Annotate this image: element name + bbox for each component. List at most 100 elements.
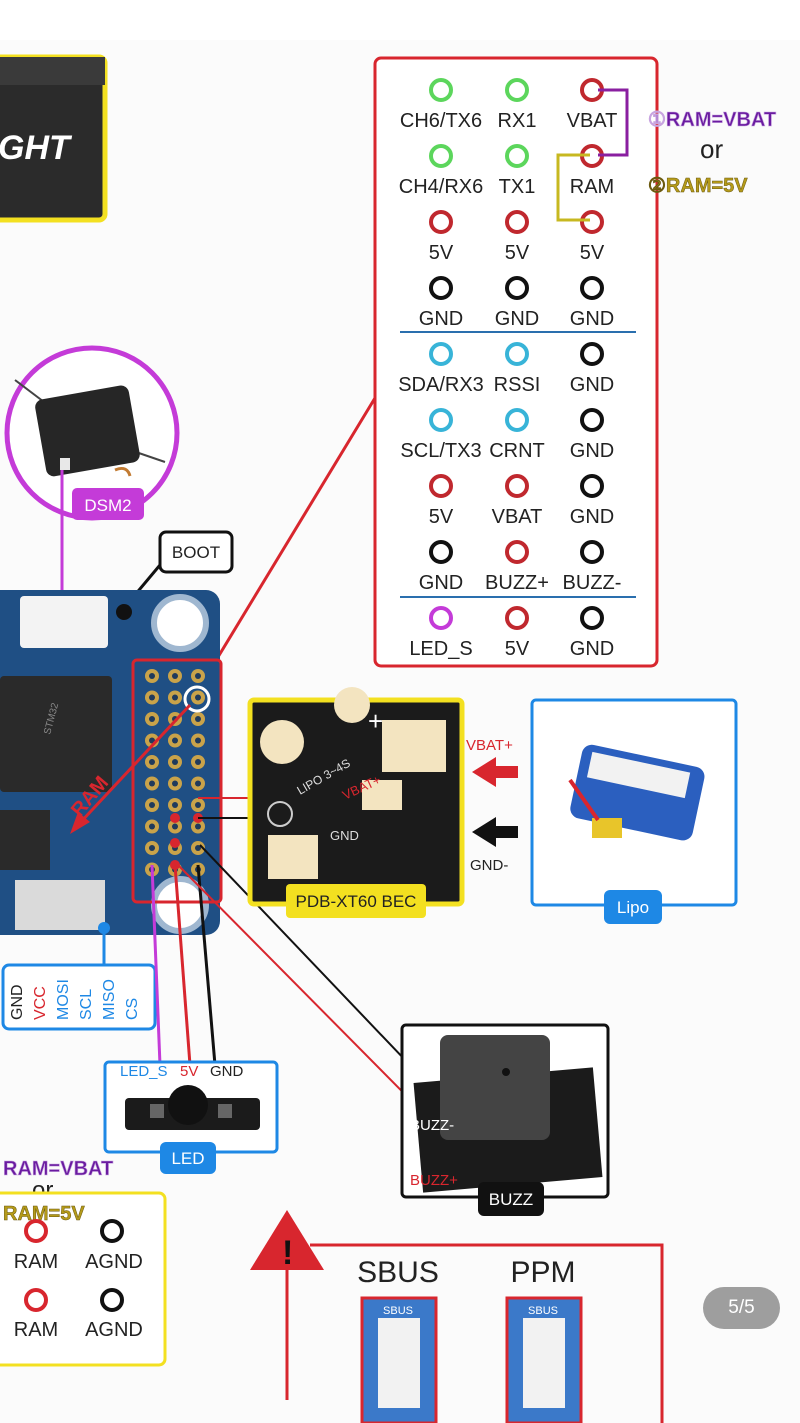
- vbat-plus-label: VBAT+: [466, 737, 513, 754]
- bl-note-vbat: RAM=VBAT: [3, 1158, 113, 1180]
- bl-row1-agnd: AGND: [85, 1251, 143, 1273]
- pin-dot: [429, 78, 453, 102]
- header-pin-hole: [149, 716, 155, 722]
- pdb-silk-gnd: GND: [330, 828, 359, 843]
- led-pin-s: LED_S: [120, 1063, 168, 1080]
- protocol-frame: [310, 1243, 664, 1423]
- pdb-tag-bg: [286, 884, 426, 918]
- pin-dot: [429, 408, 453, 432]
- dsm2-tag: DSM2: [84, 496, 131, 515]
- ram-arrow: [76, 703, 192, 827]
- led-tag: LED: [171, 1149, 204, 1168]
- lipo-tag: Lipo: [617, 898, 649, 917]
- ppm-chip-label: SBUS: [528, 1305, 558, 1317]
- header-pin-hole: [172, 737, 178, 744]
- header-pin-hole: [172, 823, 178, 830]
- bl-row2-ram: RAM: [14, 1319, 58, 1341]
- wire-led-gnd: [196, 864, 217, 1066]
- buzz-pin-plus: BUZZ+: [410, 1172, 458, 1189]
- boot-tag: BOOT: [172, 543, 220, 562]
- pin-label: RSSI: [494, 374, 541, 396]
- buzz-pin-minus: BUZZ-: [410, 1117, 454, 1134]
- header-pin-hole: [195, 737, 201, 744]
- pin-dot: [429, 144, 453, 168]
- header-pin-hole: [172, 694, 178, 701]
- pdb-tag: PDB-XT60 BEC: [296, 892, 417, 911]
- pin-label: 5V: [429, 506, 454, 528]
- pin-label: BUZZ+: [485, 572, 549, 594]
- spi-pin-label: MOSI: [55, 979, 72, 1020]
- header-pin-hole: [195, 823, 201, 830]
- spi-pin-label: MISO: [101, 979, 118, 1020]
- header-pin-hole: [195, 759, 201, 765]
- pin-label: LED_S: [409, 638, 472, 660]
- header-pin-marker: [170, 838, 180, 848]
- header-pin-hole: [172, 780, 178, 787]
- ram-note-or: or: [700, 134, 723, 164]
- buzz-tag-bg: [478, 1182, 544, 1216]
- spi-pin-label: SCL: [78, 989, 95, 1020]
- header-pin-marker: [170, 813, 180, 823]
- pin-label: VBAT: [567, 110, 618, 132]
- warning-triangle: [250, 1210, 324, 1270]
- sbus-label: SBUS: [357, 1256, 439, 1289]
- pin-dot: [580, 276, 604, 300]
- header-pin-hole: [149, 845, 155, 851]
- header-pin-hole: [195, 716, 201, 722]
- pin-dot: [580, 342, 604, 366]
- ram-note-vbat: ①RAM=VBAT: [648, 109, 776, 131]
- pin-dot: [580, 408, 604, 432]
- pin-label: GND: [570, 374, 614, 396]
- bl-row1-ram: RAM: [14, 1251, 58, 1273]
- pin-label: CH4/RX6: [399, 176, 483, 198]
- header-pin-hole: [172, 802, 178, 808]
- pin-label: GND: [419, 572, 463, 594]
- pin-label: GND: [495, 308, 539, 330]
- pin-dot: [505, 276, 529, 300]
- wire-led-5v: [173, 864, 192, 1066]
- pin-label: GND: [570, 440, 614, 462]
- pin-dot: [580, 474, 604, 498]
- header-pin-hole: [172, 673, 178, 679]
- page-indicator[interactable]: 5/5: [703, 1287, 780, 1329]
- ram-5v-jumper: [556, 153, 590, 222]
- pdb-board: LIPO 3~4S VBAT+ GND +: [247, 687, 465, 907]
- led-pin-5v: 5V: [180, 1063, 198, 1080]
- pin-label: 5V: [429, 242, 454, 264]
- bl-frame: [0, 1191, 167, 1367]
- pin-label: GND: [570, 506, 614, 528]
- pin-dot: [505, 540, 529, 564]
- pin-dot: [429, 606, 453, 630]
- spi-pin-label: CS: [124, 998, 141, 1020]
- pin-label: GND: [570, 638, 614, 660]
- header-pin-hole: [149, 802, 155, 808]
- header-pin-hole: [195, 694, 201, 701]
- logo-box: GHT: [0, 54, 108, 223]
- pin-dot: [505, 474, 529, 498]
- pin-dot: [505, 408, 529, 432]
- pin-dot: [505, 78, 529, 102]
- svg-text:+: +: [368, 706, 383, 736]
- header-pin-hole: [149, 780, 155, 787]
- pin-dot: [580, 540, 604, 564]
- vbat-arrow: [472, 757, 518, 787]
- sbus-chip-label: SBUS: [383, 1305, 413, 1317]
- pin-label: CH6/TX6: [400, 110, 482, 132]
- header-pin-hole: [149, 823, 155, 830]
- header-highlight: [183, 685, 211, 713]
- pin-dot: [580, 606, 604, 630]
- pin-label: GND: [419, 308, 463, 330]
- header-pin-hole: [195, 802, 201, 808]
- pin-dot: [429, 210, 453, 234]
- flight-controller: STM32: [0, 590, 220, 935]
- header-pin-hole: [172, 759, 178, 765]
- lipo-tag-bg: [604, 890, 662, 924]
- pin-label: BUZZ-: [563, 572, 622, 594]
- wire-led-s: [150, 864, 162, 1066]
- pin-label: 5V: [505, 242, 530, 264]
- pin-dot: [429, 276, 453, 300]
- header-pin-hole: [195, 845, 201, 851]
- bl-note-5v: RAM=5V: [3, 1203, 85, 1225]
